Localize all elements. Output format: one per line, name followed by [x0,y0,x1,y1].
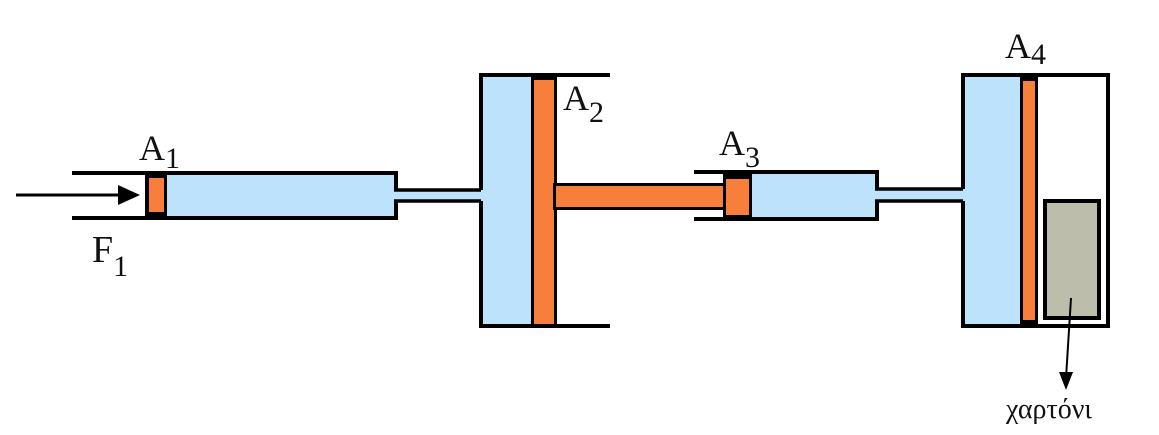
pipe-3-4 [875,187,965,203]
piston-3 [726,179,749,215]
cylinder-4 [961,73,1110,328]
fluid-cylinder-4 [963,75,1021,326]
pipe-1-2 [394,188,484,203]
fluid-cylinder-1 [163,173,396,218]
label-a3: A3 [719,123,760,174]
cardboard-block [1047,203,1097,316]
piston-4 [1023,81,1035,320]
cardboard-pointer [1059,297,1073,390]
label-f1: F1 [92,229,128,283]
piston-1 [149,178,164,212]
arrow-down-icon [1059,372,1073,390]
piston-2 [534,80,554,324]
label-a1: A1 [139,128,180,175]
fluid-cylinder-2 [481,75,533,325]
piston-rod [553,183,727,210]
label-a4: A4 [1005,26,1046,71]
arrow-head-icon [118,185,140,205]
cylinder-2 [479,73,610,328]
label-a2: A2 [563,78,604,129]
fluid-cylinder-3 [751,173,877,218]
cylinder-1 [72,171,398,220]
cylinder-3 [694,170,879,221]
force-arrow-f1 [16,185,140,205]
label-cardboard: χαρτόνι [1005,394,1092,425]
